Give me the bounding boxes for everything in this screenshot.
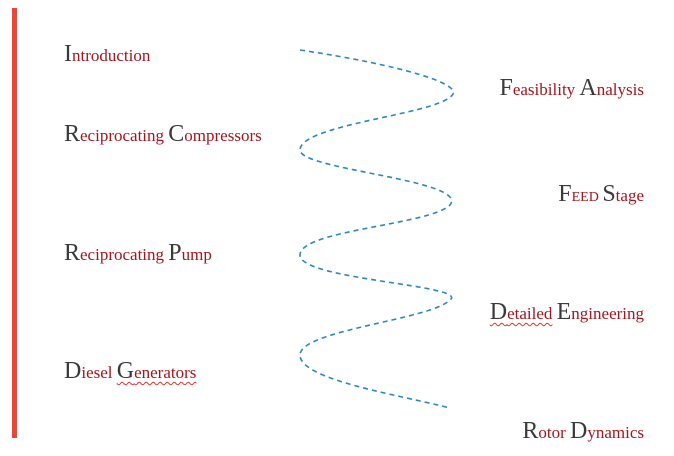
item-initial-2: E — [556, 299, 572, 325]
accent-bar — [12, 8, 17, 438]
item-reciprocating-pump: Reciprocating Pump — [64, 241, 212, 265]
item-text-2: nalysis — [596, 80, 644, 99]
item-initial-2: C — [168, 121, 185, 147]
item-text-2: ynamics — [587, 423, 644, 442]
item-initial: D — [489, 299, 508, 325]
wave-path — [299, 49, 455, 409]
item-diesel-generators: Diesel Generators — [64, 359, 196, 383]
item-text: otor — [538, 423, 570, 442]
item-initial: D — [64, 358, 82, 384]
item-detailed-engineering: Detailed Engineering — [490, 300, 644, 324]
item-text: iesel — [81, 363, 117, 382]
item-text-2: ompressors — [184, 126, 262, 145]
item-initial: R — [64, 121, 81, 147]
item-initial: F — [499, 75, 513, 101]
item-introduction: Introduction — [64, 42, 150, 66]
item-text: easibility — [512, 80, 580, 99]
item-text-2: tage — [615, 186, 644, 205]
item-initial: F — [558, 181, 572, 207]
item-initial: I — [64, 41, 72, 67]
item-rotor-dynamics: Rotor Dynamics — [522, 419, 644, 443]
item-reciprocating-compressors: Reciprocating Compressors — [64, 122, 262, 146]
item-initial: R — [522, 418, 539, 444]
item-text: ntroduction — [72, 46, 151, 65]
item-text-2: ngineering — [571, 304, 644, 323]
item-text-2: enerators — [134, 363, 197, 382]
item-initial-2: S — [602, 181, 616, 207]
item-text: eciprocating — [80, 126, 169, 145]
item-initial-2: D — [570, 418, 588, 444]
item-initial-2: A — [579, 75, 597, 101]
item-initial: R — [64, 240, 81, 266]
item-feasibility-analysis: Feasibility Analysis — [499, 76, 644, 100]
item-text: etailed — [507, 304, 553, 323]
item-text-2: ump — [181, 245, 212, 264]
item-text: eciprocating — [80, 245, 169, 264]
item-text: eed — [571, 190, 603, 205]
item-feed-stage: Feed Stage — [558, 182, 644, 206]
item-initial-2: P — [168, 240, 182, 266]
item-initial-2: G — [116, 358, 135, 384]
